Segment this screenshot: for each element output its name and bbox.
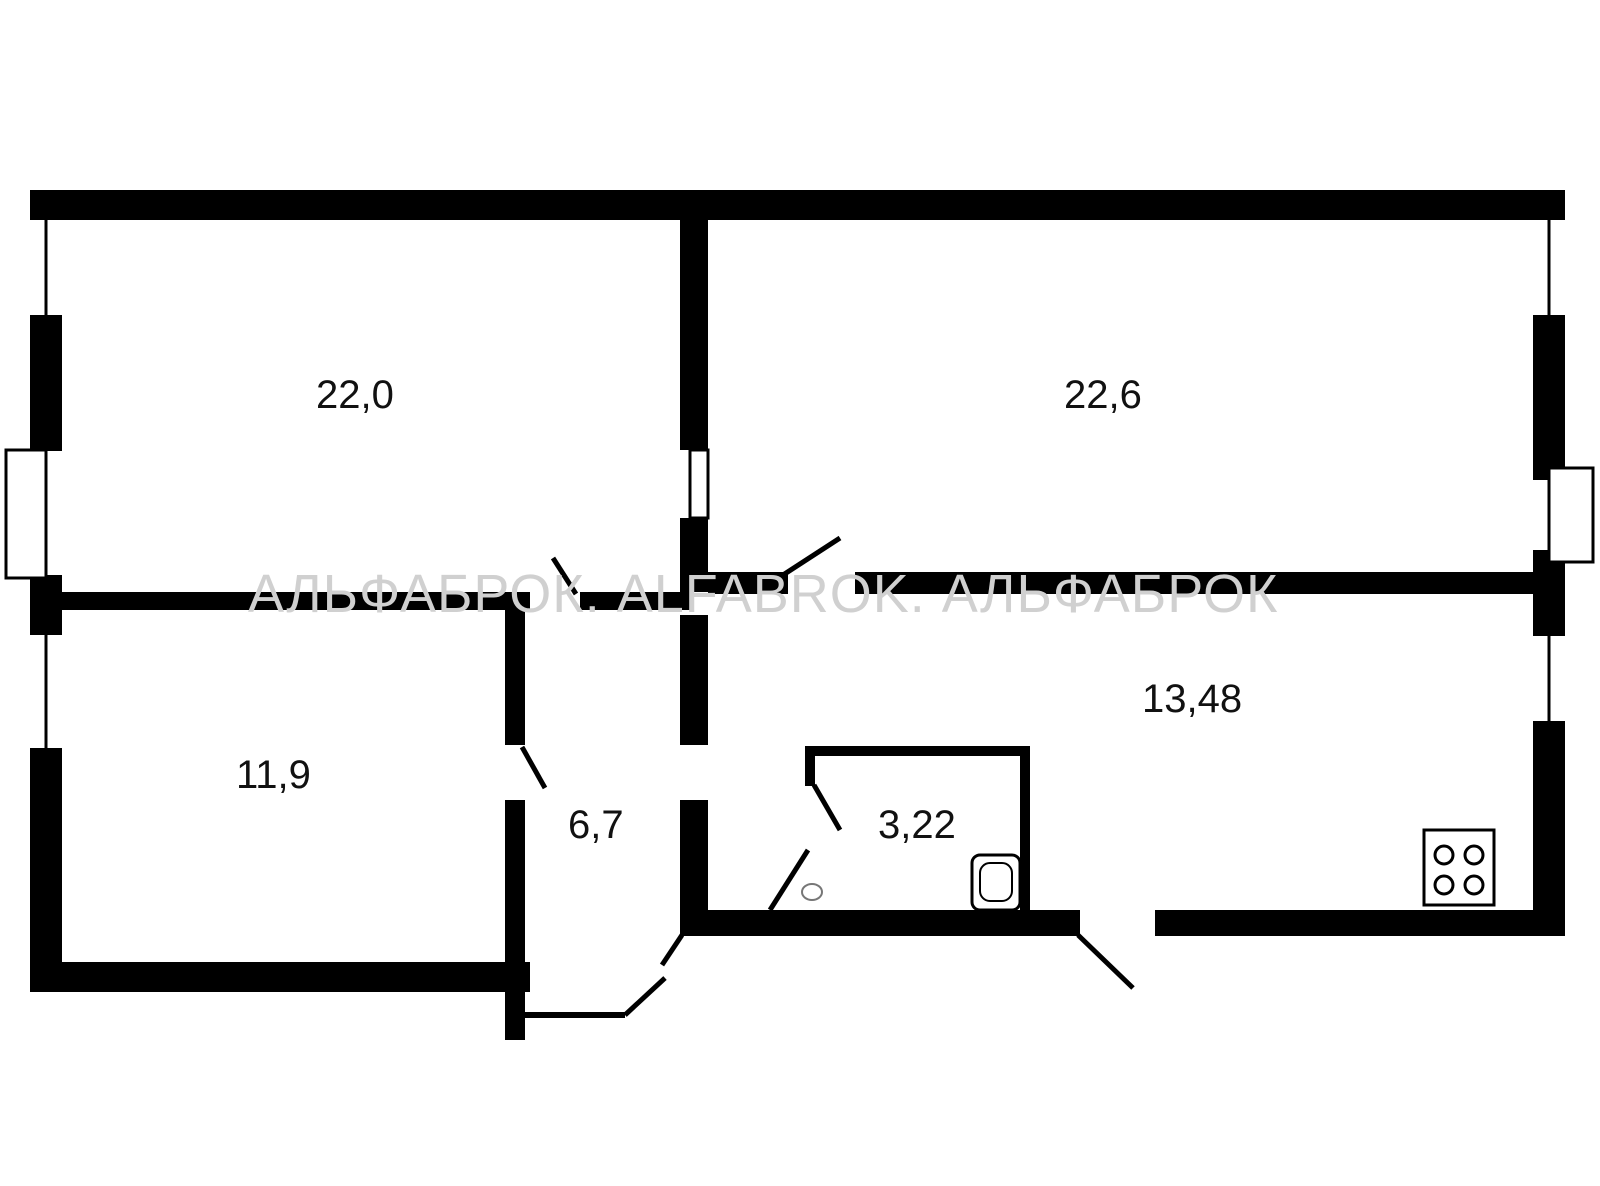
toilet-icon (801, 883, 823, 901)
room-area-11-9: 11,9 (236, 753, 311, 797)
wall-recess (688, 448, 710, 520)
room-area-22-0: 22,0 (316, 373, 394, 417)
room-area-13-48: 13,48 (1142, 677, 1242, 721)
window-lines (44, 220, 1551, 748)
interior-walls (60, 218, 1535, 1018)
room-area-22-6: 22,6 (1064, 373, 1142, 417)
washbasin-icon (970, 853, 1022, 912)
room-area-6-7: 6,7 (568, 803, 624, 847)
watermark: АЛЬФАБРОК. ALFABROK. АЛЬФАБРОК (248, 564, 1279, 624)
exterior-walls (30, 190, 1565, 1040)
room-area-3-22: 3,22 (878, 803, 956, 847)
door-swings (519, 535, 1135, 1017)
stove-icon (1422, 828, 1496, 907)
bay-windows (4, 448, 1595, 580)
